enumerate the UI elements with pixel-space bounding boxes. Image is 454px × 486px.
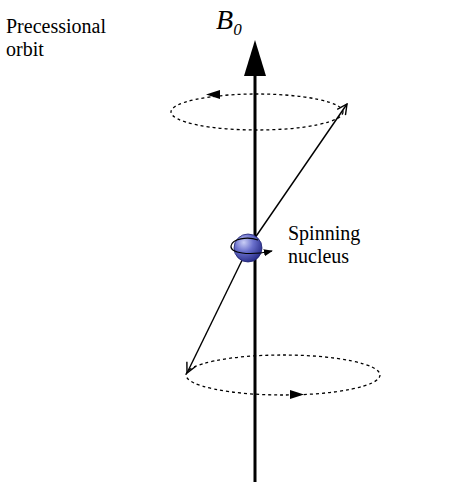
precession-orbit bbox=[186, 355, 380, 395]
nucleus-label: Spinning nucleus bbox=[288, 222, 388, 268]
field-label: B₀ bbox=[216, 4, 243, 36]
spin-axis bbox=[187, 248, 248, 373]
field-arrowhead bbox=[244, 40, 266, 76]
field-axis bbox=[254, 72, 257, 482]
spin-arrow bbox=[231, 238, 272, 253]
orbit-label: Precessional orbit bbox=[6, 15, 126, 61]
orbit-arrow bbox=[290, 390, 304, 399]
precession-orbit bbox=[171, 94, 343, 130]
orbit-arrow bbox=[206, 90, 220, 99]
